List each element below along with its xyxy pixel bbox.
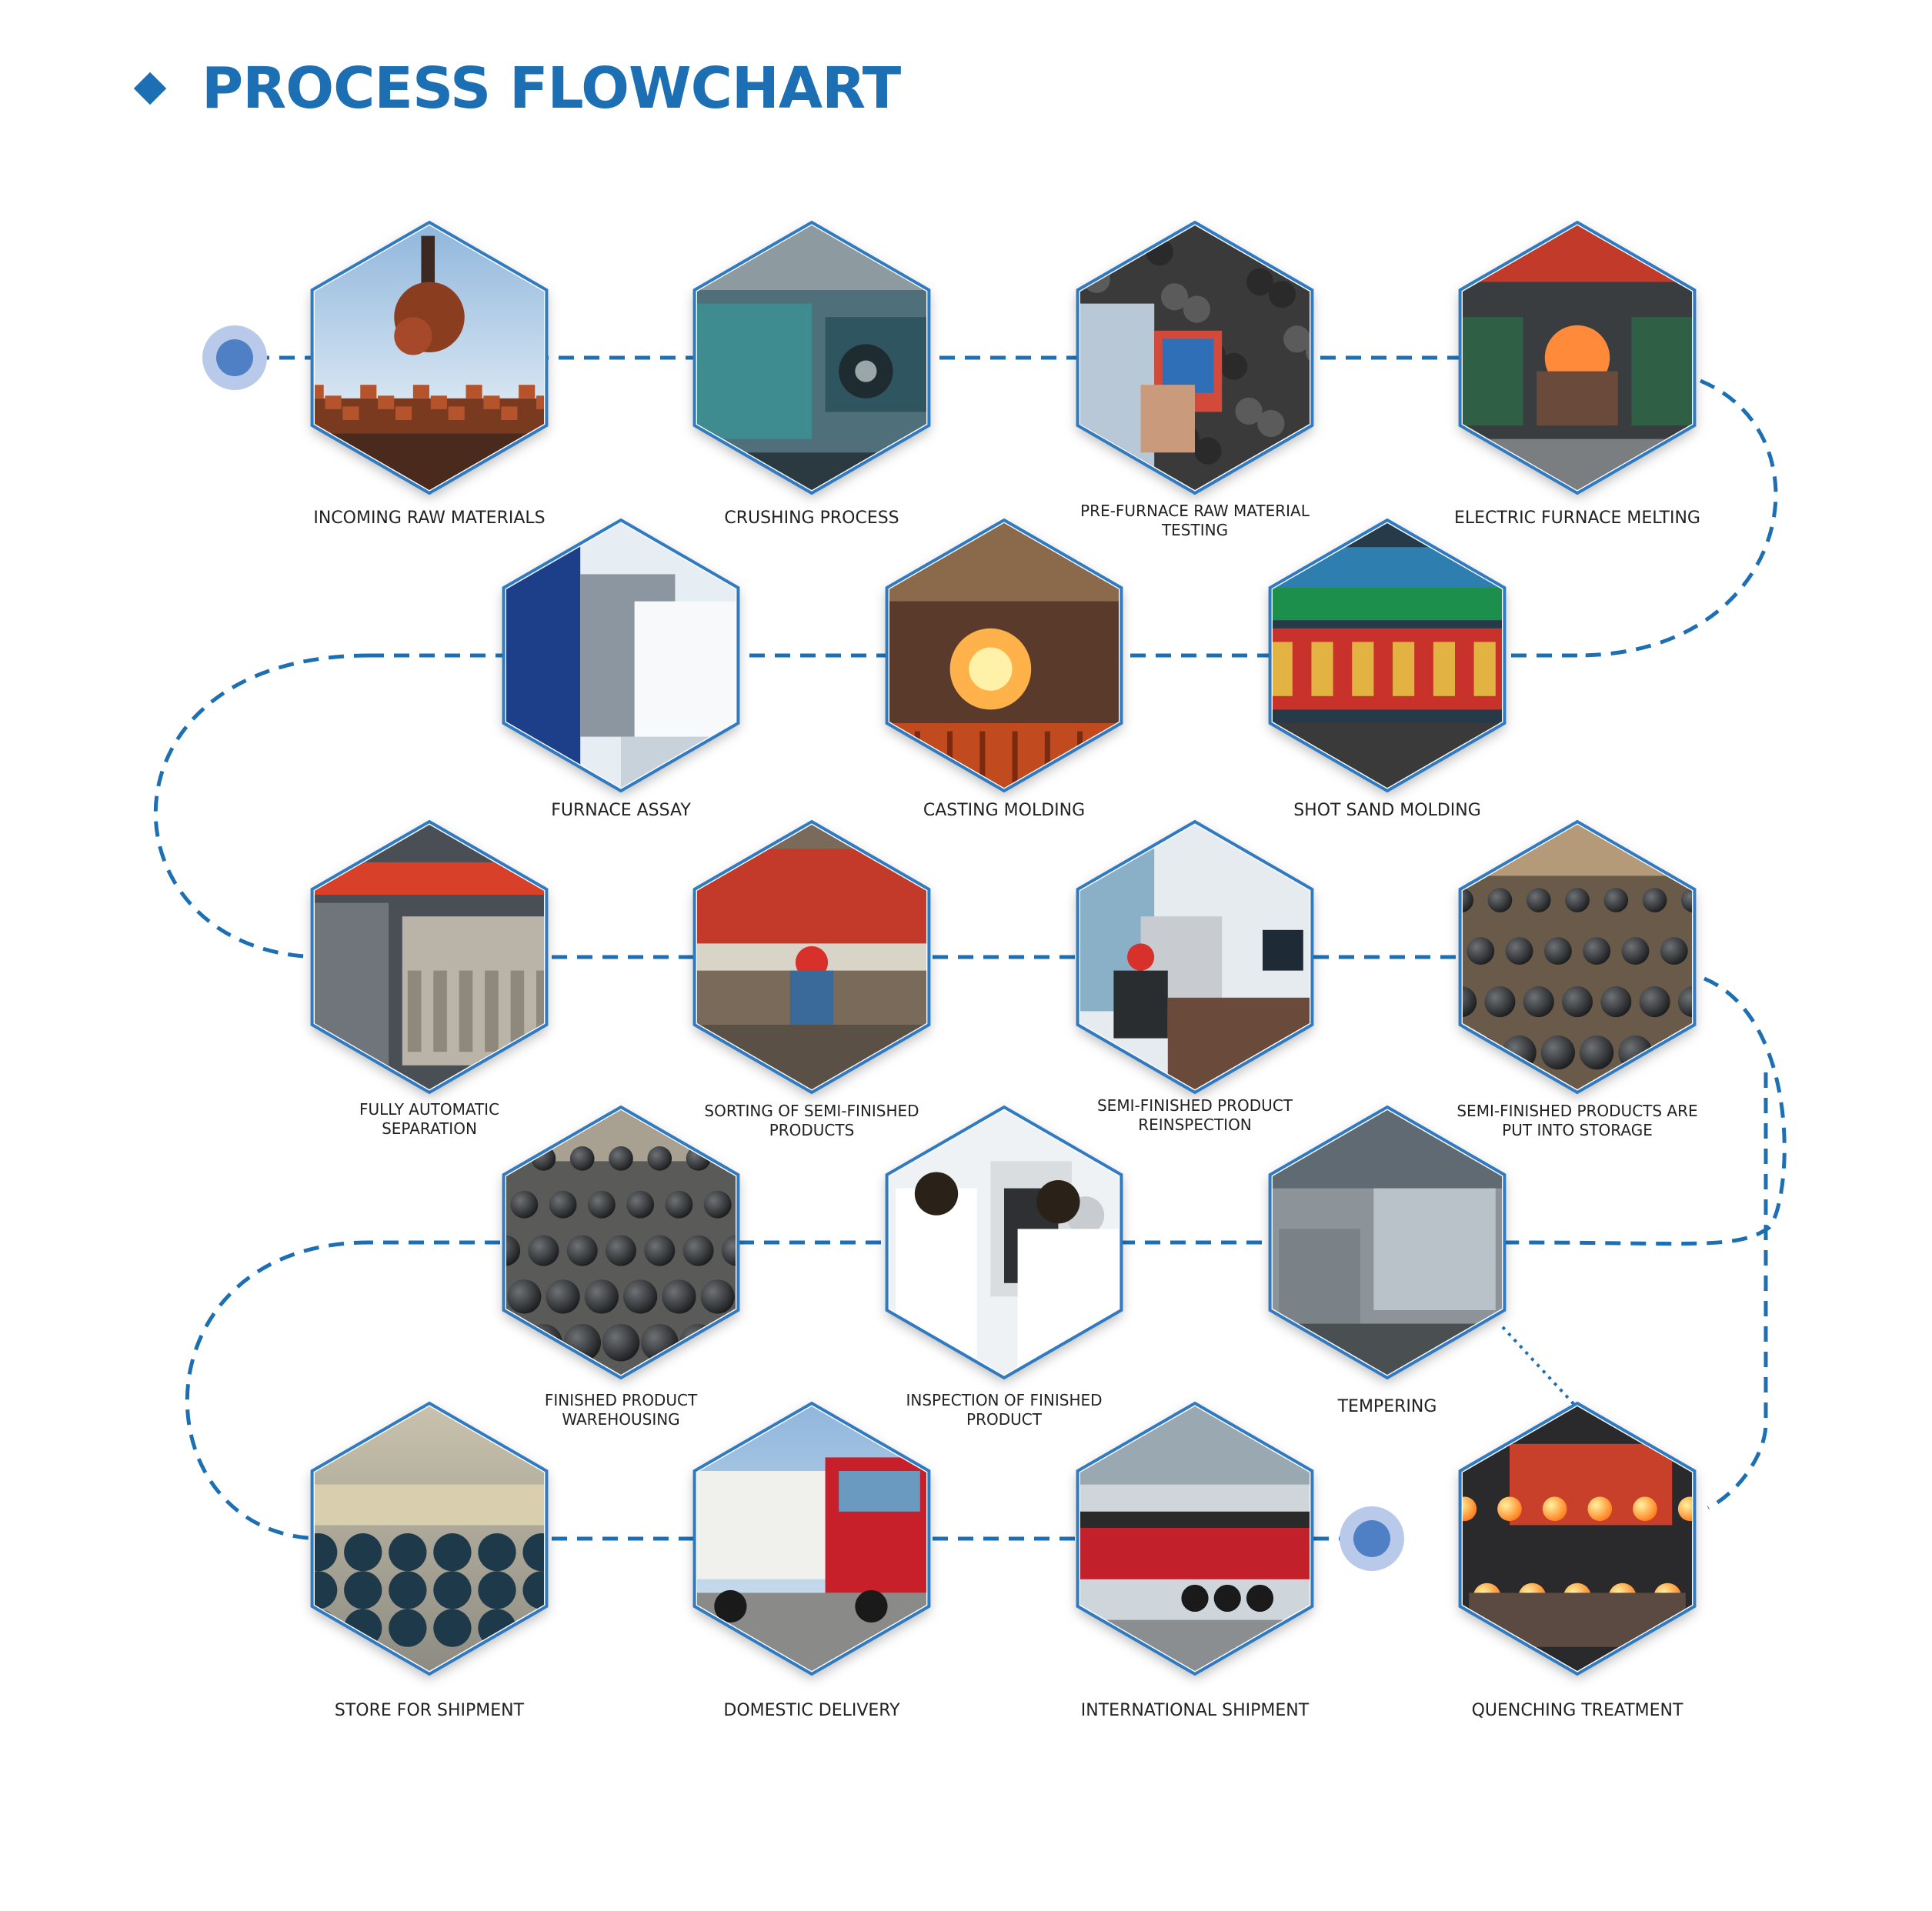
step-label-1: INCOMING RAW MATERIALS	[313, 509, 546, 528]
workers-sorting-photo	[697, 825, 926, 1089]
step-hex-15	[502, 1105, 740, 1380]
hex-border	[1458, 220, 1697, 495]
crusher-machine-photo	[697, 225, 926, 490]
step-hex-7	[502, 518, 740, 793]
step-hex-5	[1268, 518, 1507, 793]
step-label-10: SEMI-FINISHED PRODUCT REINSPECTION	[1096, 1096, 1293, 1134]
balls-storage-photo	[1463, 825, 1692, 1089]
hex-border	[310, 819, 549, 1095]
page-title: PROCESS FLOWCHART	[202, 55, 901, 122]
step-hex-8	[310, 819, 549, 1095]
lab-assay-photo	[506, 523, 736, 788]
hex-border	[885, 518, 1123, 793]
scrap-metal-grabber-photo	[315, 225, 544, 490]
step-label-6: CASTING MOLDING	[923, 801, 1086, 820]
step-hex-18	[1076, 1401, 1314, 1676]
step-label-12: QUENCHING TREATMENT	[1471, 1701, 1683, 1720]
connector-right-vertical	[1707, 1072, 1768, 1510]
end-dot	[1340, 1506, 1404, 1571]
step-label-3: PRE-FURNACE RAW MATERIAL TESTING	[1080, 502, 1310, 539]
hex-border	[692, 819, 931, 1095]
hardness-testing-photo	[889, 1110, 1119, 1375]
trailer-loading-photo	[1080, 1406, 1310, 1671]
hex-border	[1076, 1401, 1314, 1676]
step-hex-6	[885, 518, 1123, 793]
step-label-2: CRUSHING PROCESS	[724, 509, 899, 528]
connector-right-curve-2	[1515, 976, 1787, 1246]
control-room-photo	[1080, 825, 1310, 1089]
hex-border	[1458, 819, 1697, 1095]
endpoint-dots	[202, 325, 1404, 1571]
step-hex-3	[1076, 220, 1314, 495]
connector-left-curve-1	[153, 653, 370, 959]
hex-border	[1268, 1105, 1507, 1380]
step-label-16: STORE FOR SHIPMENT	[334, 1701, 525, 1720]
step-hex-4	[1458, 220, 1697, 495]
step-hex-13	[1268, 1105, 1507, 1380]
step-label-18: INTERNATIONAL SHIPMENT	[1080, 1701, 1310, 1720]
step-hex-12	[1458, 1401, 1697, 1676]
hex-border	[692, 1401, 931, 1676]
step-hexagons	[310, 220, 1697, 1676]
step-label-15: FINISHED PRODUCT WAREHOUSING	[544, 1391, 698, 1429]
hex-border	[1076, 819, 1314, 1095]
step-hex-11	[1458, 819, 1697, 1095]
step-label-11: SEMI-FINISHED PRODUCTS ARE PUT INTO STOR…	[1457, 1102, 1698, 1139]
connector-left-curve-2	[185, 1240, 370, 1541]
red-truck-photo	[697, 1406, 926, 1671]
electric-furnace-photo	[1463, 225, 1692, 490]
hex-border	[1076, 220, 1314, 495]
start-dot	[202, 325, 267, 390]
connector-dotted-tempering-quenching	[1501, 1326, 1579, 1409]
step-label-8: FULLY AUTOMATIC SEPARATION	[359, 1100, 500, 1138]
hex-border	[502, 1105, 740, 1380]
step-hex-2	[692, 220, 931, 495]
step-label-5: SHOT SAND MOLDING	[1293, 801, 1481, 820]
step-label-4: ELECTRIC FURNACE MELTING	[1454, 509, 1700, 528]
hex-border	[1268, 518, 1507, 793]
step-hex-17	[692, 1401, 931, 1676]
hex-border	[502, 518, 740, 793]
step-label-13: TEMPERING	[1337, 1397, 1437, 1416]
step-hex-14	[885, 1105, 1123, 1380]
step-label-14: INSPECTION OF FINISHED PRODUCT	[906, 1391, 1103, 1429]
hex-border	[692, 220, 931, 495]
step-label-7: FURNACE ASSAY	[551, 801, 691, 820]
connector-right-curve-1	[1577, 379, 1778, 658]
hex-border	[885, 1105, 1123, 1380]
steel-drums-photo	[315, 1406, 544, 1671]
step-hex-9	[692, 819, 931, 1095]
hex-border	[310, 1401, 549, 1676]
quenching-basket-photo	[1463, 1406, 1692, 1671]
conveyor-separator-photo	[315, 825, 544, 1089]
hex-border	[310, 220, 549, 495]
page-header: PROCESS FLOWCHART	[133, 54, 901, 123]
molten-casting-photo	[889, 523, 1119, 788]
tempering-furnace-photo	[1273, 1110, 1502, 1375]
finished-balls-photo	[506, 1110, 736, 1375]
hex-border	[1458, 1401, 1697, 1676]
step-hex-1	[310, 220, 549, 495]
handheld-analyzer-photo	[1080, 225, 1310, 490]
step-hex-16	[310, 1401, 549, 1676]
step-label-17: DOMESTIC DELIVERY	[723, 1701, 900, 1720]
step-hex-10	[1076, 819, 1314, 1095]
sand-molding-machine-photo	[1273, 523, 1502, 788]
step-label-9: SORTING OF SEMI-FINISHED PRODUCTS	[704, 1102, 919, 1139]
